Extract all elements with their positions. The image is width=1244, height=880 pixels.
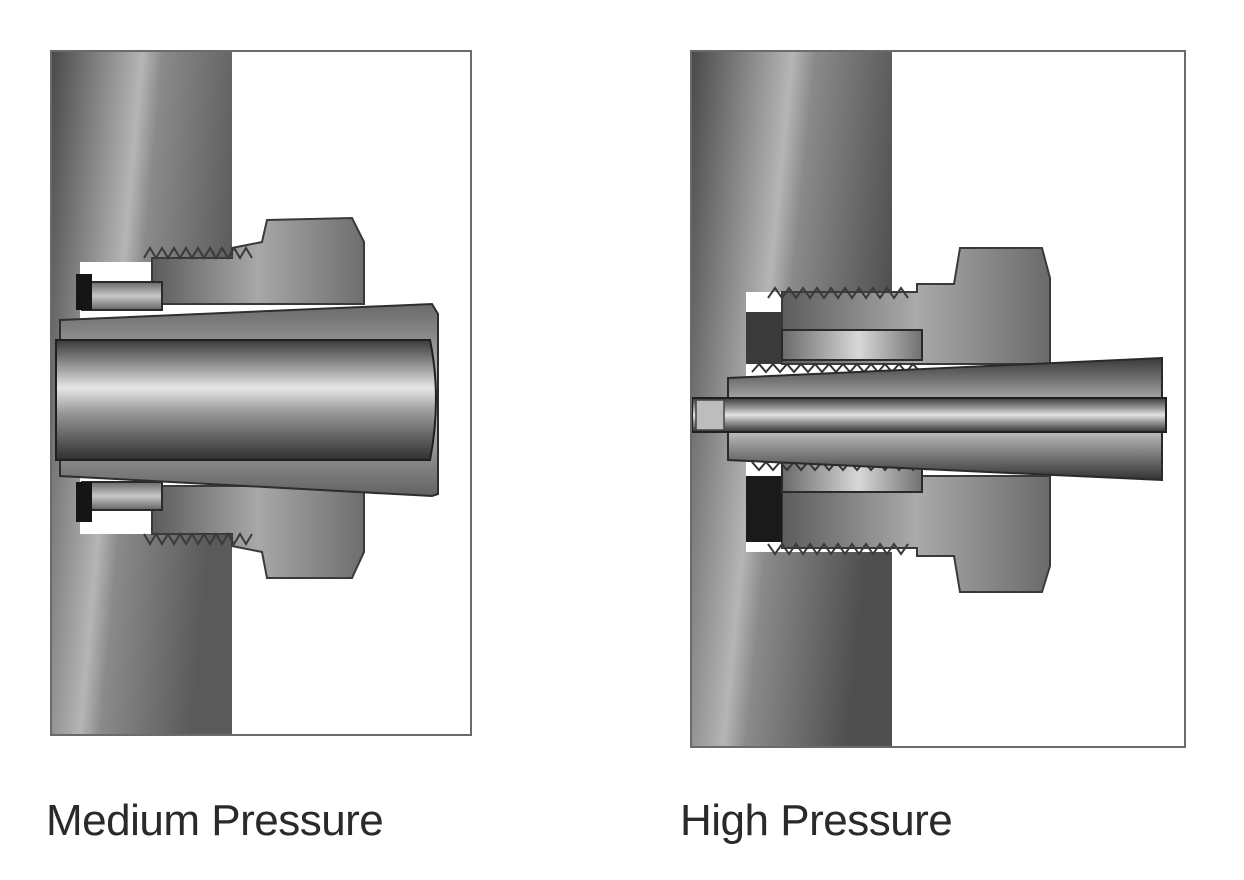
thread-lower — [143, 532, 253, 546]
high-pressure-fitting-cross-section-icon — [692, 52, 1167, 746]
thread-upper — [143, 246, 253, 260]
high-pressure-diagram-frame — [690, 50, 1186, 748]
tubing — [55, 339, 437, 461]
high-pressure-caption: High Pressure — [680, 796, 953, 845]
medium-pressure-diagram-frame — [50, 50, 472, 736]
bore — [692, 397, 1167, 433]
medium-pressure-fitting-cross-section-icon — [52, 52, 439, 734]
thread-lower — [767, 542, 909, 556]
sleeve — [81, 281, 163, 311]
collar — [781, 329, 923, 361]
thread-upper — [767, 286, 909, 300]
medium-pressure-caption: Medium Pressure — [46, 796, 384, 845]
